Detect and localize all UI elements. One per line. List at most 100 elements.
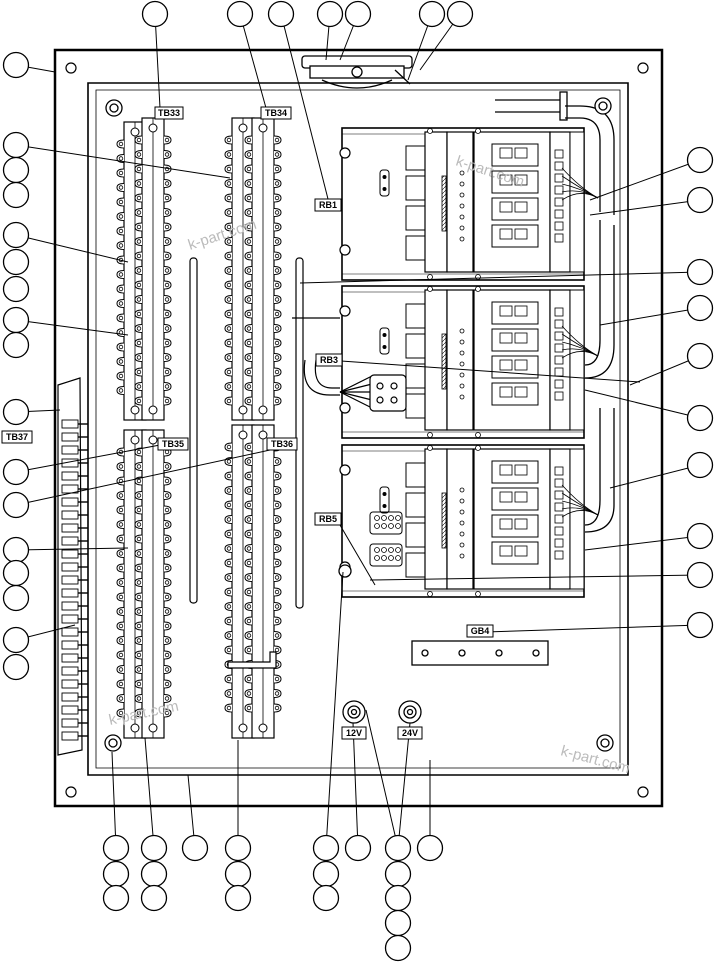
wire-harness bbox=[292, 317, 373, 409]
callout-bubble bbox=[141, 0, 169, 28]
label-tb33-text: TB33 bbox=[158, 108, 180, 118]
callout-bubble bbox=[2, 536, 30, 564]
leader-line bbox=[365, 709, 399, 849]
callout-bubble bbox=[686, 522, 714, 550]
label-12v-text: 12V bbox=[346, 728, 362, 738]
leader-line bbox=[484, 624, 701, 633]
leader-line bbox=[369, 574, 701, 581]
leader-line bbox=[111, 751, 117, 849]
harness-connector bbox=[369, 374, 407, 412]
leader-line bbox=[15, 144, 231, 179]
callout-bubble bbox=[2, 306, 30, 334]
leader-line bbox=[15, 444, 161, 473]
leader-line bbox=[339, 524, 376, 586]
callout-bubble bbox=[686, 561, 714, 589]
callout-bubble bbox=[181, 834, 209, 862]
label-rb5: RB5 bbox=[314, 512, 342, 526]
leader-line bbox=[609, 464, 701, 489]
stud-12v bbox=[342, 700, 366, 724]
callout-bubble bbox=[416, 834, 444, 862]
callout-bubble bbox=[2, 248, 30, 276]
leader-line bbox=[589, 159, 701, 201]
callout-bubble bbox=[344, 834, 372, 862]
terminal-strip-tb34-right bbox=[244, 117, 282, 421]
corner-holes bbox=[65, 62, 649, 798]
callout-bubble bbox=[312, 834, 340, 862]
callout-bubble bbox=[2, 584, 30, 612]
leader-line bbox=[144, 737, 155, 849]
leader-line bbox=[15, 547, 129, 551]
callout-bubble bbox=[2, 559, 30, 587]
label-tb35: TB35 bbox=[157, 437, 189, 451]
vertical-rails bbox=[189, 257, 304, 609]
callout-bubble bbox=[224, 834, 252, 862]
callout-bubble bbox=[446, 0, 474, 28]
relay-board-rb5 bbox=[339, 444, 599, 598]
stud-24v bbox=[398, 700, 422, 724]
leader-line bbox=[154, 13, 161, 109]
top-cable-connector bbox=[301, 55, 413, 89]
enclosure-inner-panel bbox=[87, 82, 629, 776]
callout-bubble bbox=[102, 860, 130, 888]
callout-bubble bbox=[224, 884, 252, 912]
callout-bubble bbox=[384, 884, 412, 912]
callout-bubble bbox=[140, 860, 168, 888]
label-24v: 24V bbox=[397, 726, 423, 740]
callout-bubble bbox=[686, 146, 714, 174]
callout-bubble bbox=[2, 653, 30, 681]
callout-bubble bbox=[384, 909, 412, 937]
callout-bubble bbox=[344, 0, 372, 28]
ground-bar-gb4 bbox=[411, 640, 549, 666]
right-cable-bundles bbox=[584, 220, 615, 533]
callout-bubble bbox=[384, 934, 412, 962]
relay-boards bbox=[339, 127, 615, 598]
callout-bubble bbox=[384, 834, 412, 862]
callout-bubble bbox=[312, 860, 340, 888]
callout-bubble bbox=[686, 258, 714, 286]
relay-board-rb3 bbox=[339, 285, 599, 439]
relay-board-rb1 bbox=[339, 127, 599, 281]
terminal-strip-tb36-right bbox=[244, 424, 282, 739]
callout-bubble bbox=[224, 860, 252, 888]
callout-bubble bbox=[384, 860, 412, 888]
label-rb5-text: RB5 bbox=[319, 514, 337, 524]
label-gb4: GB4 bbox=[466, 624, 494, 638]
callout-bubble bbox=[267, 0, 295, 28]
callout-bubble bbox=[686, 611, 714, 639]
top-cable-bend bbox=[495, 91, 615, 215]
label-tb34: TB34 bbox=[260, 106, 292, 120]
label-tb35-text: TB35 bbox=[162, 439, 184, 449]
leader-line bbox=[584, 535, 701, 551]
label-24v-text: 24V bbox=[402, 728, 418, 738]
leader-line bbox=[352, 722, 359, 849]
label-gb4-text: GB4 bbox=[471, 626, 490, 636]
leader-line bbox=[280, 13, 329, 200]
leader-line bbox=[584, 389, 701, 419]
callout-bubble bbox=[140, 884, 168, 912]
leader-line bbox=[397, 722, 411, 849]
mounting-bolts bbox=[104, 97, 614, 752]
callout-bubble bbox=[686, 294, 714, 322]
callout-bubble bbox=[316, 0, 344, 28]
tb37-connector bbox=[57, 377, 88, 756]
callout-bubble bbox=[686, 404, 714, 432]
callout-bubble bbox=[102, 884, 130, 912]
callout-bubble bbox=[2, 51, 30, 79]
leader-line bbox=[239, 13, 267, 109]
leader-line bbox=[325, 571, 344, 849]
label-tb33: TB33 bbox=[154, 106, 184, 120]
callout-bubble bbox=[2, 181, 30, 209]
callout-bubble bbox=[2, 626, 30, 654]
leader-line bbox=[15, 449, 271, 506]
label-tb36-text: TB36 bbox=[271, 439, 293, 449]
callout-bubble bbox=[2, 458, 30, 486]
callout-bubble bbox=[312, 884, 340, 912]
label-rb3-text: RB3 bbox=[320, 355, 338, 365]
callout-bubble bbox=[2, 156, 30, 184]
leader-line bbox=[599, 307, 701, 326]
callout-bubble bbox=[102, 834, 130, 862]
callout-bubble bbox=[2, 331, 30, 359]
